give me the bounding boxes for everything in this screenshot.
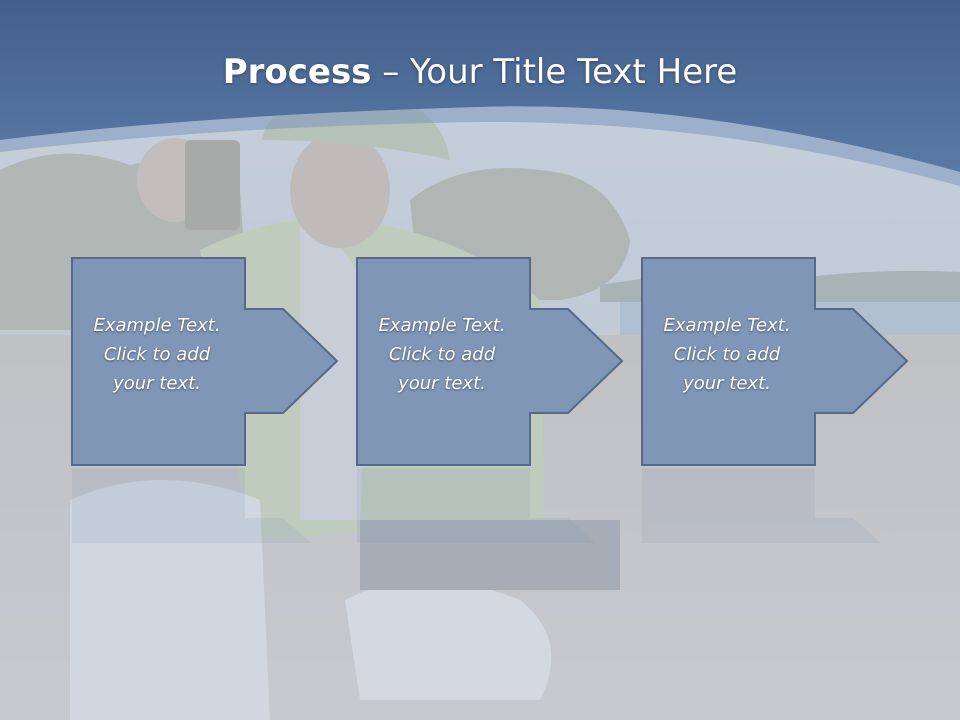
step-reflection xyxy=(642,468,881,543)
step-text-line-1: Example Text. xyxy=(663,315,791,336)
step-text-line-3: your text. xyxy=(398,373,486,394)
title-bold-part: Process xyxy=(222,52,372,92)
step-text: Example Text. Click to add your text. xyxy=(641,311,813,398)
arrow-box-shape xyxy=(356,257,624,466)
step-text-line-3: your text. xyxy=(683,373,771,394)
step-text-line-2: Click to add xyxy=(388,344,496,365)
step-text-line-1: Example Text. xyxy=(93,315,221,336)
arrow-box-shape xyxy=(641,257,909,466)
process-step-1[interactable]: Example Text. Click to add your text. xyxy=(71,257,341,471)
step-text: Example Text. Click to add your text. xyxy=(356,311,528,398)
step-text: Example Text. Click to add your text. xyxy=(71,311,243,398)
step-reflection xyxy=(72,468,311,543)
title-rest-part: – Your Title Text Here xyxy=(371,52,738,92)
process-step-2[interactable]: Example Text. Click to add your text. xyxy=(356,257,626,471)
step-text-line-3: your text. xyxy=(113,373,201,394)
step-reflection xyxy=(357,468,596,543)
step-text-line-2: Click to add xyxy=(673,344,781,365)
arrow-box-shape xyxy=(71,257,339,466)
step-text-line-1: Example Text. xyxy=(378,315,506,336)
slide-title[interactable]: Process – Your Title Text Here xyxy=(0,52,960,92)
step-text-line-2: Click to add xyxy=(103,344,211,365)
process-step-3[interactable]: Example Text. Click to add your text. xyxy=(641,257,911,471)
